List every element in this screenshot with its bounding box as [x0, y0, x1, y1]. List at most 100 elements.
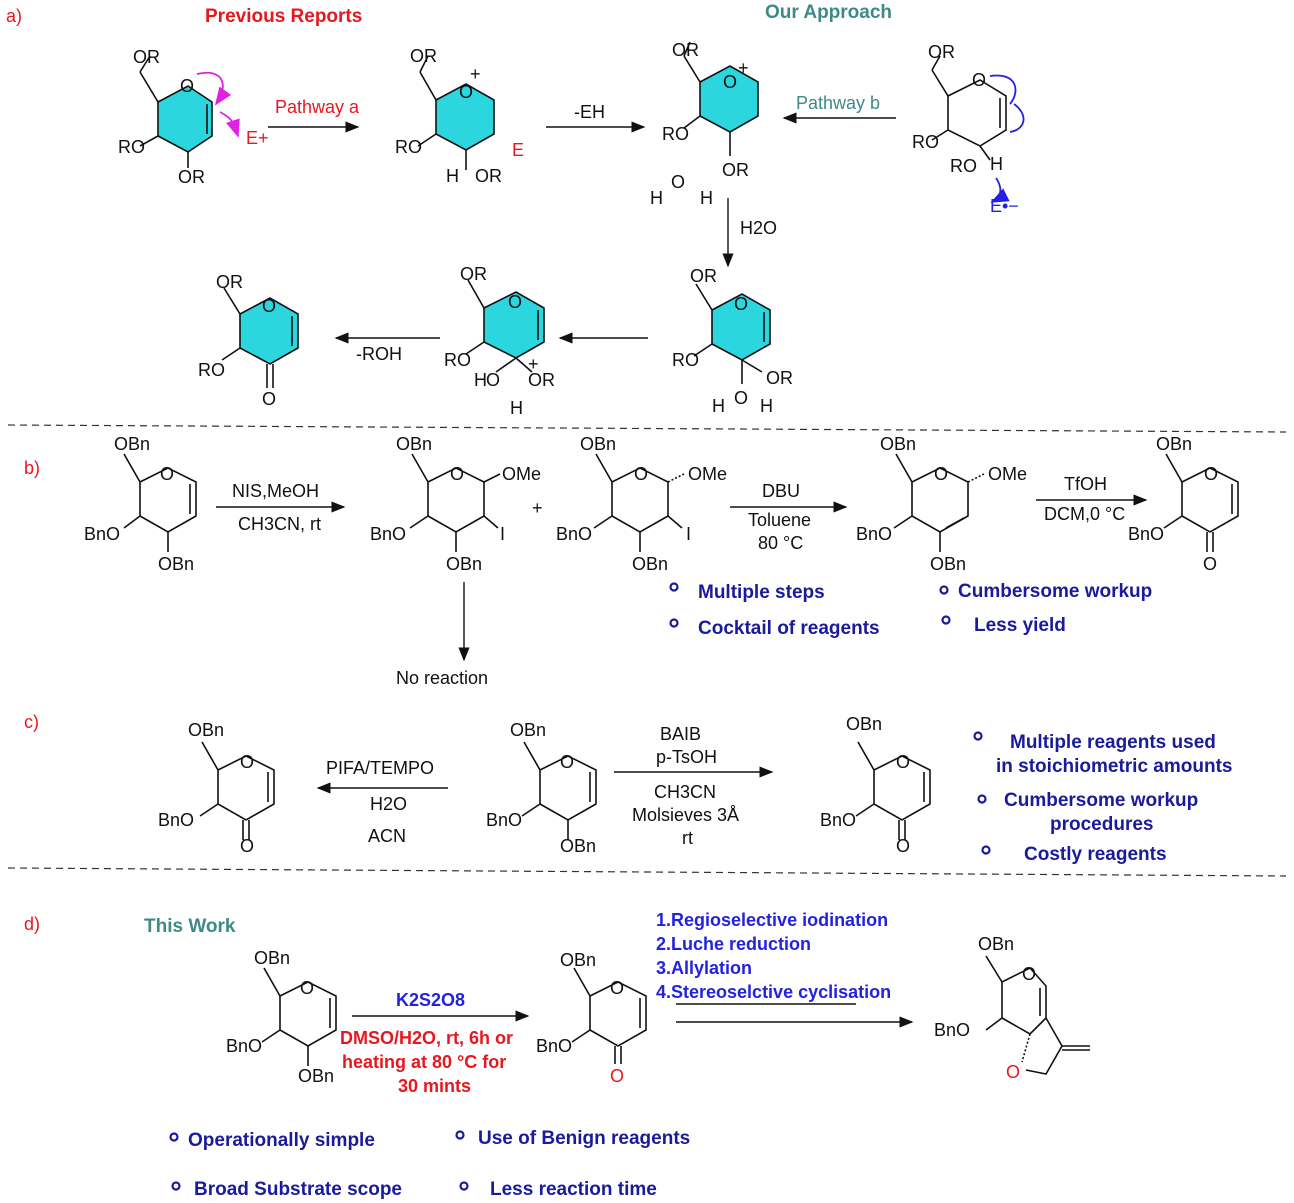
atom-O: O: [634, 464, 648, 484]
electrophile-label: E+: [246, 128, 269, 148]
step-2: 2.Luche reduction: [656, 934, 811, 954]
minus-EH-label: -EH: [574, 102, 605, 122]
atom-plus: +: [738, 58, 749, 78]
baib-acid: p-TsOH: [656, 747, 717, 767]
tribenzyl-glucal-b: OBn O BnO OBn: [84, 434, 197, 574]
pathway-a-label: Pathway a: [275, 97, 360, 117]
atom-O: O: [560, 752, 574, 772]
dbu-reagent: DBU: [762, 481, 800, 501]
atom-OR: OR: [528, 370, 555, 390]
atom-OBn: OBn: [978, 934, 1014, 954]
atom-O: O: [240, 752, 254, 772]
pifa-water: H2O: [370, 794, 407, 814]
nis-conditions: NIS,MeOH: [232, 481, 319, 501]
panel-label-c: c): [24, 712, 39, 732]
atom-O: O: [610, 978, 624, 998]
bullet-dot: [169, 1132, 179, 1142]
dbu-solvent: Toluene: [748, 510, 811, 530]
nis-solvent: CH3CN, rt: [238, 514, 321, 534]
atom-O: O: [1203, 554, 1217, 574]
enone-product-c-left: OBn O BnO O: [158, 720, 275, 856]
panel-label-a: a): [6, 6, 22, 26]
bicyclic-product: OBn O BnO O: [934, 934, 1090, 1082]
plus-sign: +: [532, 498, 543, 518]
persulfate-condition-3: 30 mints: [398, 1076, 471, 1096]
step-1: 1.Regioselective iodination: [656, 910, 888, 930]
atom-H: H: [446, 166, 459, 186]
baib-solvent: CH3CN: [654, 782, 716, 802]
atom-plus: +: [528, 354, 539, 374]
atom-OR: OR: [133, 47, 160, 67]
protonated-hemiketal: OR O RO H O OR + H: [444, 264, 555, 418]
atom-BnO: BnO: [536, 1036, 572, 1056]
panel-label-b: b): [24, 458, 40, 478]
atom-OMe: OMe: [502, 464, 541, 484]
atom-I: I: [500, 524, 505, 544]
bullet-text: Less yield: [974, 615, 1066, 636]
atom-O: O: [180, 76, 194, 96]
atom-O: O: [972, 70, 986, 90]
atom-BnO: BnO: [1128, 524, 1164, 544]
bullet-dot: [939, 585, 949, 595]
previous-reports-heading: Previous Reports: [205, 6, 362, 27]
atom-RO: RO: [662, 124, 689, 144]
no-reaction-label: No reaction: [396, 668, 488, 688]
atom-OR: OR: [410, 46, 437, 66]
this-work-heading: This Work: [144, 916, 236, 937]
atom-O: O: [896, 752, 910, 772]
water-label: H2O: [740, 218, 777, 238]
bullet-text: Multiple reagents used: [1010, 732, 1216, 753]
atom-OBn: OBn: [510, 720, 546, 740]
atom-OR: OR: [475, 166, 502, 186]
atom-OBn: OBn: [560, 950, 596, 970]
atom-O: O: [486, 370, 500, 390]
atom-OBn: OBn: [846, 714, 882, 734]
atom-OBn: OBn: [396, 434, 432, 454]
atom-BnO: BnO: [226, 1036, 262, 1056]
atom-OBn: OBn: [560, 836, 596, 856]
atom-O: O: [896, 836, 910, 856]
atom-OBn: OBn: [158, 554, 194, 574]
atom-BnO: BnO: [934, 1020, 970, 1040]
bullet-dot: [455, 1130, 465, 1140]
atom-BnO: BnO: [820, 810, 856, 830]
section-divider: [7, 867, 1287, 877]
tribenzyl-glucal-d: OBn O BnO OBn: [226, 948, 337, 1086]
minus-ROH-label: -ROH: [356, 344, 402, 364]
enol-oxocarbenium: OR O + RO OR O H H: [650, 40, 759, 208]
baib-reagent: BAIB: [660, 724, 701, 744]
bullet-dot: [941, 615, 951, 625]
iodo-glycoside-beta: OBn O BnO OBn OMe I: [370, 434, 541, 574]
atom-OR: OR: [722, 160, 749, 180]
atom-OBn: OBn: [446, 554, 482, 574]
atom-O: O: [508, 292, 522, 312]
panel-label-d: d): [24, 914, 40, 934]
atom-O: O: [450, 464, 464, 484]
pathway-b-label: Pathway b: [796, 93, 880, 113]
enone-product-d: OBn O BnO O: [536, 950, 647, 1086]
atom-OBn: OBn: [1156, 434, 1192, 454]
bullet-text: in stoichiometric amounts: [996, 756, 1232, 777]
persulfate-reagent: K2S2O8: [396, 990, 465, 1010]
glycal-molecule-a1: OR O RO OR E+: [118, 47, 269, 187]
atom-RO: RO: [912, 132, 939, 152]
tfoh-conditions: DCM,0 °C: [1044, 504, 1125, 524]
atom-BnO: BnO: [556, 524, 592, 544]
atom-OR: OR: [766, 368, 793, 388]
atom-BnO: BnO: [856, 524, 892, 544]
bullet-dot: [459, 1181, 469, 1191]
atom-BnO: BnO: [84, 524, 120, 544]
atom-O: O: [1022, 964, 1036, 984]
enone-product-c-right: OBn O BnO O: [820, 714, 931, 856]
atom-OBn: OBn: [114, 434, 150, 454]
bullet-dot: [973, 731, 983, 741]
bullet-text: Broad Substrate scope: [194, 1179, 402, 1200]
atom-O: O: [723, 72, 737, 92]
bullet-text: Use of Benign reagents: [478, 1128, 690, 1149]
hydrated-intermediate: OR O RO OR O H H: [672, 266, 793, 416]
atom-OBn: OBn: [880, 434, 916, 454]
tribenzyl-glucal-c: OBn O BnO OBn: [486, 720, 597, 856]
atom-H: H: [760, 396, 773, 416]
enone-product-b: OBn O BnO O: [1128, 434, 1239, 574]
